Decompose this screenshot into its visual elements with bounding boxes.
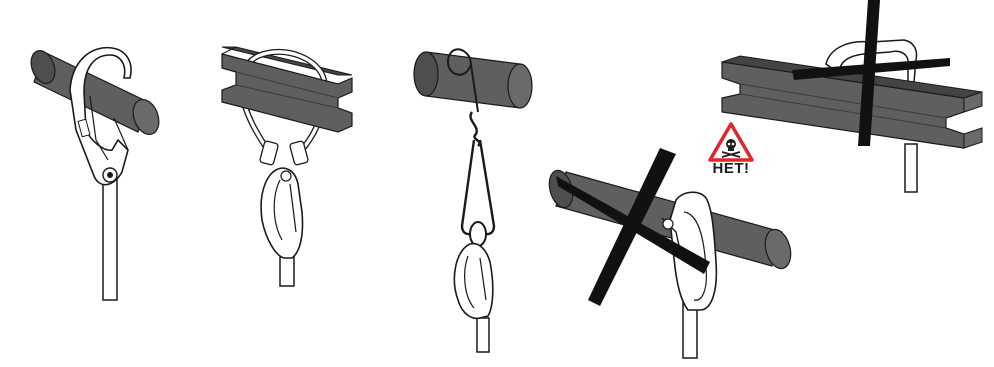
figure-5-hook-on-beam-incorrect (722, 0, 982, 192)
figure-1-hook-on-pipe (27, 47, 164, 300)
wire-sling (462, 140, 494, 234)
strap (905, 144, 917, 192)
strap (103, 168, 117, 300)
warning-label: НЕТ! (708, 160, 754, 177)
figure-3-wire-sling-on-pipe (414, 49, 532, 352)
i-beam (222, 54, 352, 132)
skull-warning-icon (710, 124, 752, 160)
figure-4-hook-on-pipe-incorrect (545, 148, 794, 358)
figure-2-sling-on-beam (222, 47, 352, 286)
strap (477, 318, 489, 352)
snap-hook (261, 168, 302, 258)
